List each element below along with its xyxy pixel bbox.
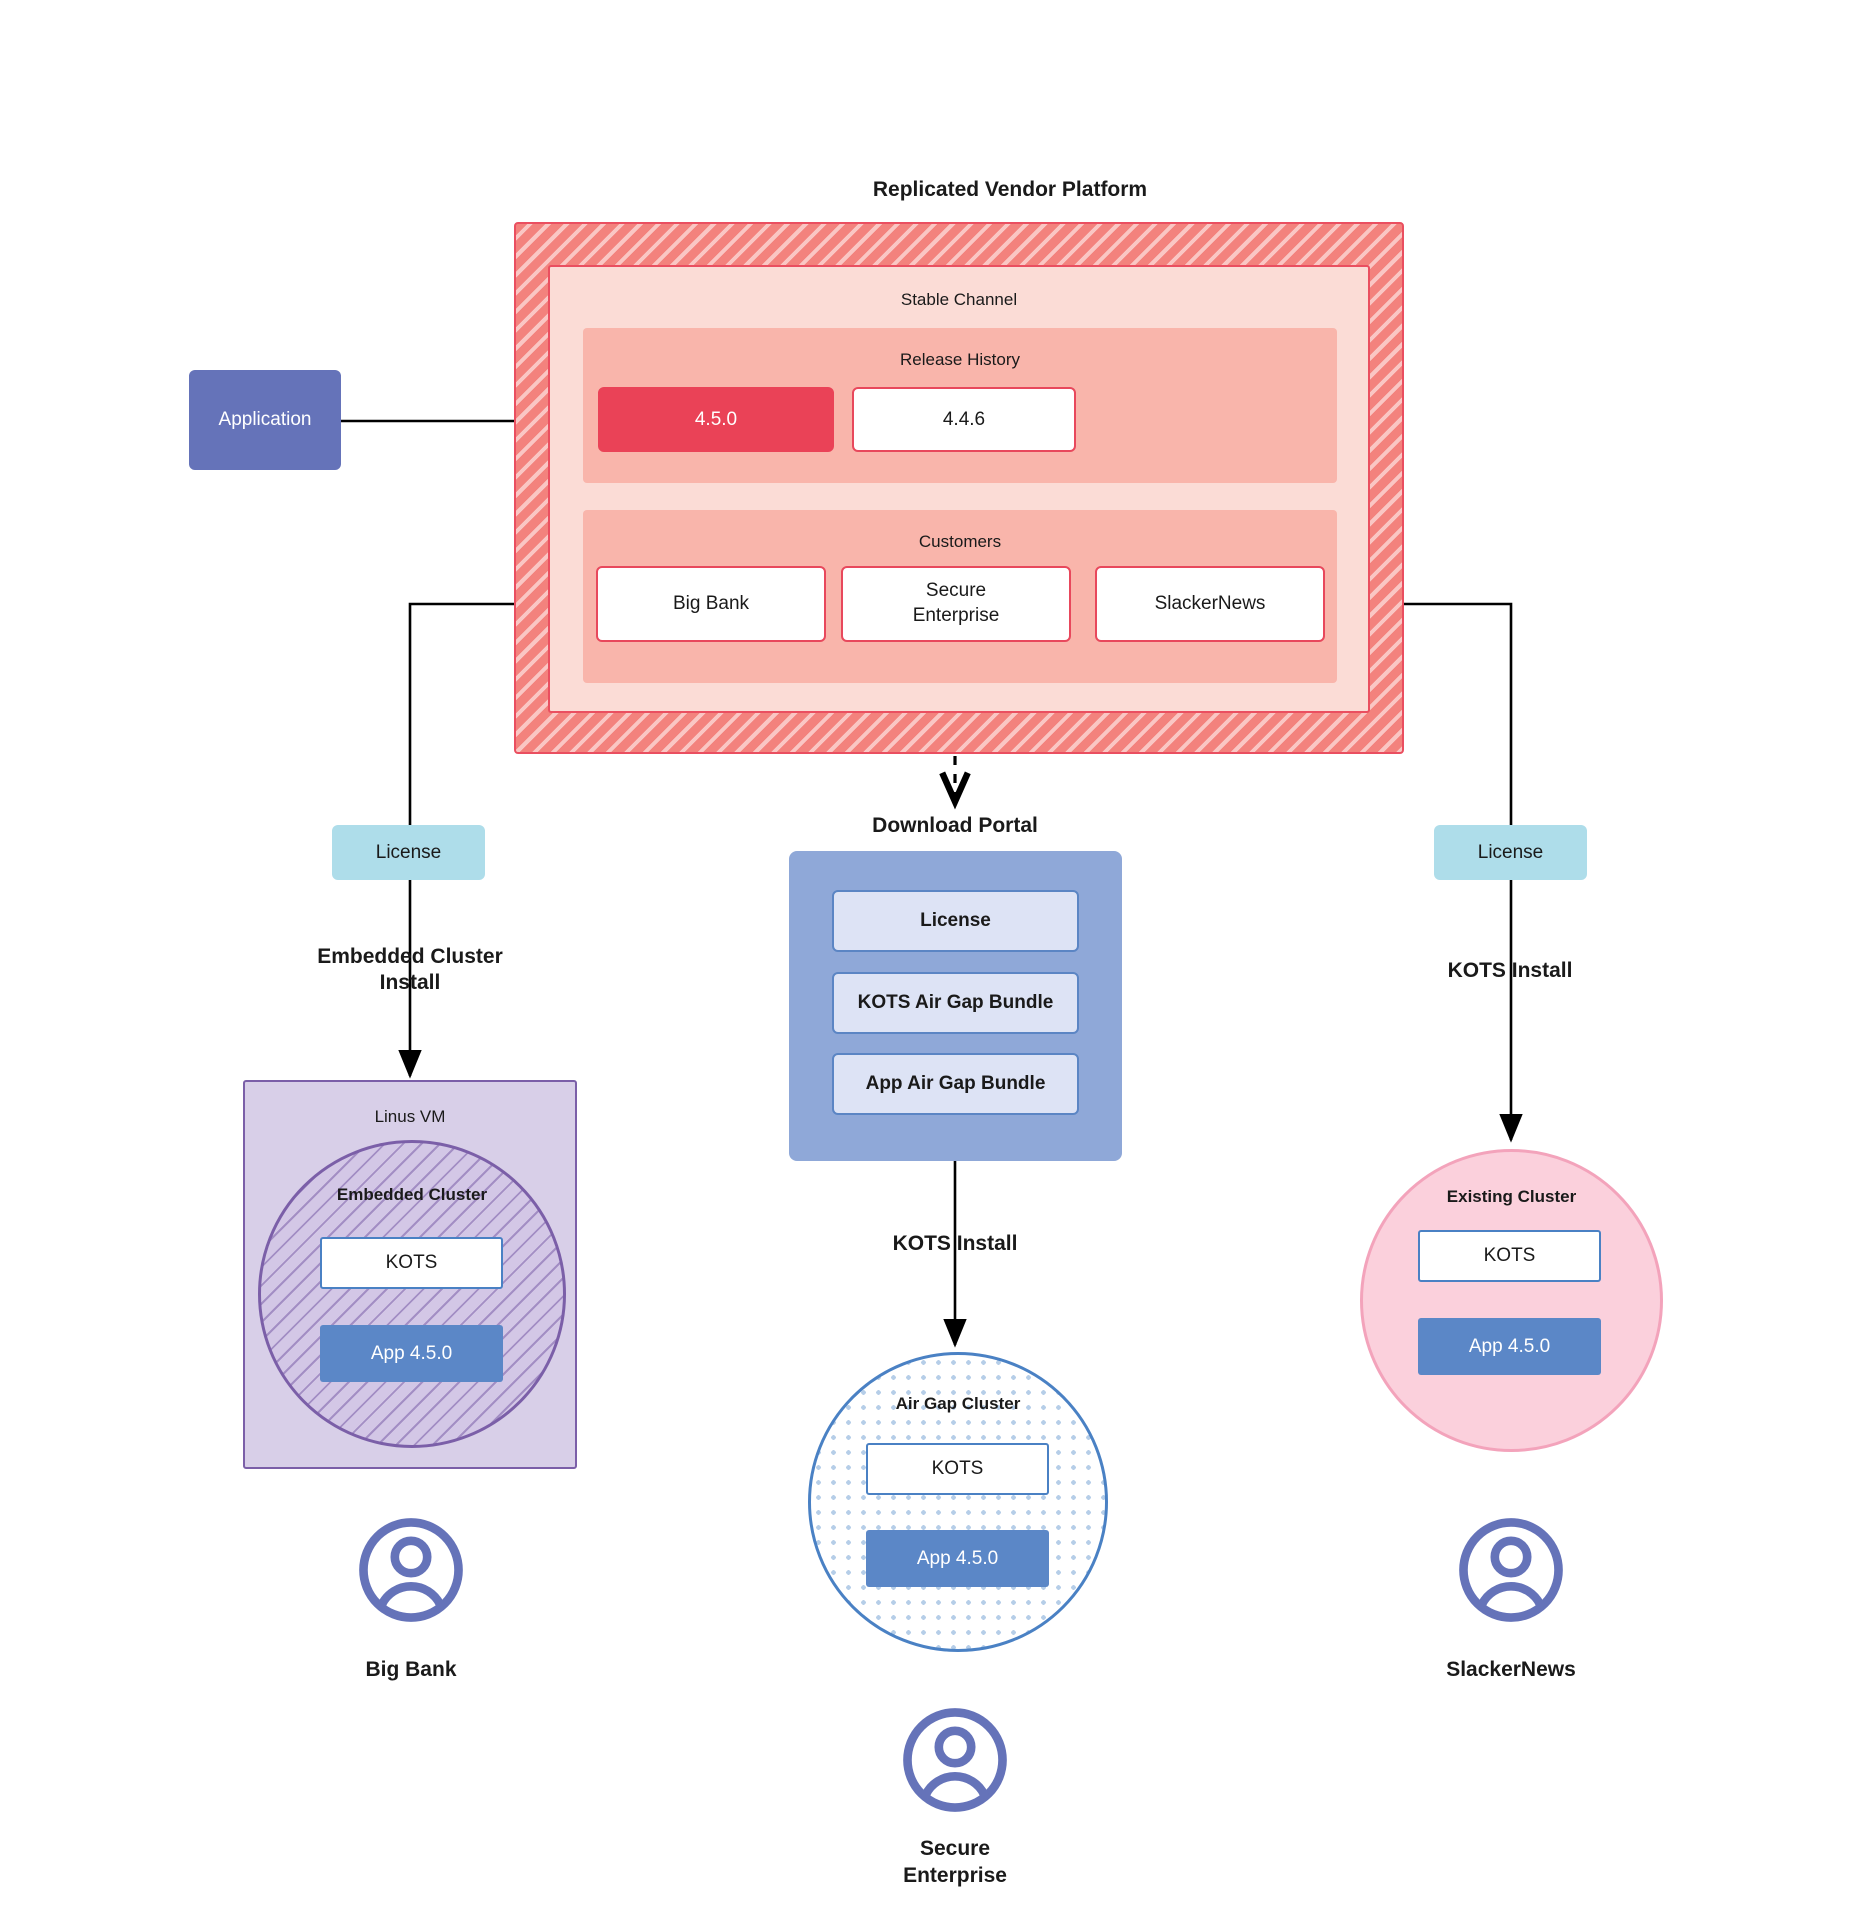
portal-item-kots-air-gap-bundle[interactable]: KOTS Air Gap Bundle bbox=[832, 972, 1079, 1034]
user-icon bbox=[903, 1708, 1007, 1812]
app-version-box-left[interactable]: App 4.5.0 bbox=[320, 1325, 503, 1382]
kots-box-center[interactable]: KOTS bbox=[866, 1443, 1049, 1495]
avatar-big-bank bbox=[357, 1516, 465, 1624]
linux-vm-label: Linus VM bbox=[374, 1107, 446, 1126]
page-title: Replicated Vendor Platform bbox=[872, 178, 1148, 201]
customers-label: Customers bbox=[918, 532, 1002, 551]
kots-box-left[interactable]: KOTS bbox=[320, 1237, 503, 1289]
release-history-label: Release History bbox=[900, 350, 1020, 369]
embedded-cluster-circle bbox=[258, 1140, 566, 1448]
user-icon bbox=[1459, 1518, 1563, 1622]
flow-label-kots-install-right: KOTS Install bbox=[1447, 958, 1573, 982]
existing-cluster-circle bbox=[1360, 1149, 1663, 1452]
flow-label-download-portal: Download Portal bbox=[872, 813, 1038, 837]
existing-cluster-label: Existing Cluster bbox=[1446, 1187, 1577, 1206]
customer-chip-big-bank[interactable]: Big Bank bbox=[596, 566, 826, 642]
air-gap-cluster-circle bbox=[808, 1352, 1108, 1652]
kots-box-right[interactable]: KOTS bbox=[1418, 1230, 1601, 1282]
license-badge-right[interactable]: License bbox=[1434, 825, 1587, 880]
portal-item-license[interactable]: License bbox=[832, 890, 1079, 952]
persona-label-big-bank: Big Bank bbox=[365, 1657, 457, 1681]
app-version-box-center[interactable]: App 4.5.0 bbox=[866, 1530, 1049, 1587]
stable-channel-label: Stable Channel bbox=[900, 290, 1018, 309]
app-version-box-right[interactable]: App 4.5.0 bbox=[1418, 1318, 1601, 1375]
customer-chip-slackernews[interactable]: SlackerNews bbox=[1095, 566, 1325, 642]
avatar-slackernews bbox=[1457, 1516, 1565, 1624]
flow-label-embedded-cluster-install: Embedded Cluster Install bbox=[317, 944, 503, 994]
customer-chip-secure-enterprise[interactable]: Secure Enterprise bbox=[841, 566, 1071, 642]
release-chip-previous[interactable]: 4.4.6 bbox=[852, 387, 1076, 452]
license-badge-left[interactable]: License bbox=[332, 825, 485, 880]
persona-label-secure-enterprise: Secure Enterprise bbox=[903, 1837, 1007, 1887]
avatar-secure-enterprise bbox=[901, 1706, 1009, 1814]
user-icon bbox=[359, 1518, 463, 1622]
portal-item-app-air-gap-bundle[interactable]: App Air Gap Bundle bbox=[832, 1053, 1079, 1115]
air-gap-cluster-label: Air Gap Cluster bbox=[895, 1394, 1021, 1413]
application-box[interactable]: Application bbox=[189, 370, 341, 470]
embedded-cluster-label: Embedded Cluster bbox=[336, 1185, 488, 1204]
release-chip-current[interactable]: 4.5.0 bbox=[598, 387, 834, 452]
flow-label-kots-install-center: KOTS Install bbox=[892, 1231, 1018, 1255]
persona-label-slackernews: SlackerNews bbox=[1446, 1657, 1576, 1681]
